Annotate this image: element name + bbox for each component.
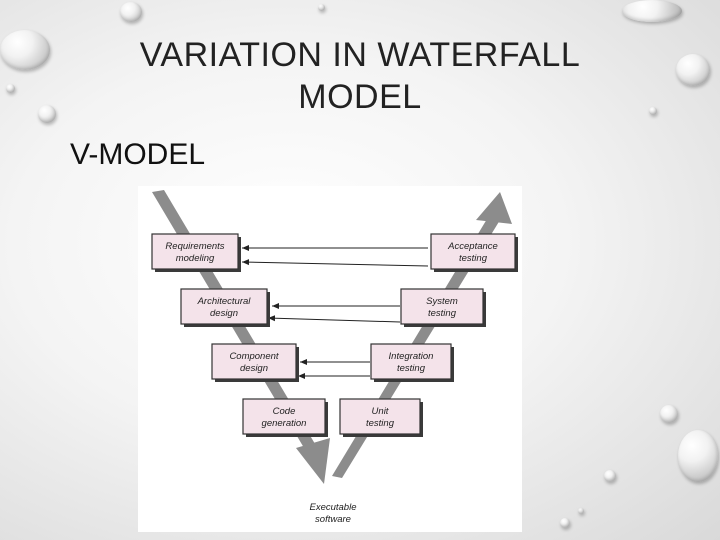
box-label: testing [428,308,457,319]
box-label: design [210,308,238,319]
box-system-testing: System testing [400,288,486,327]
box-label: Integration [389,351,434,362]
slide-title: VARIATION IN WATERFALL MODEL [0,34,720,118]
water-drop-decoration [560,518,570,528]
box-label: modeling [176,253,215,264]
box-label: design [240,363,268,374]
box-label: Unit [372,406,389,417]
box-unit-testing: Unit testing [339,398,423,437]
water-drop-decoration [604,470,616,482]
arrow-diag-2 [267,315,401,323]
box-label: testing [397,363,426,374]
executable-software-label: Executable [309,502,356,513]
box-component-design: Component design [211,343,299,382]
water-drop-decoration [38,105,56,123]
executable-software-label: software [315,514,351,525]
arrow-diag-1 [241,259,429,267]
box-integration-testing: Integration testing [370,343,454,382]
v-model-svg: Requirements modeling Architectural desi… [151,190,518,525]
v-up-arrowhead [476,192,512,224]
box-label: Architectural [197,296,252,307]
box-acceptance-testing: Acceptance testing [430,233,518,272]
water-drop-decoration [120,2,142,22]
water-drop-decoration [678,430,718,482]
box-label: Code [273,406,296,417]
water-drop-decoration [622,0,682,22]
box-label: System [426,296,458,307]
water-drop-decoration [578,508,584,514]
box-code-generation: Code generation [242,398,328,437]
water-drop-decoration [6,84,15,93]
slide-subtitle: V-MODEL [70,138,206,171]
water-drop-decoration [0,30,50,70]
water-drop-decoration [676,54,710,86]
v-down-arrowhead [296,438,330,484]
box-requirements-modeling: Requirements modeling [151,233,241,272]
box-label: Requirements [165,241,224,252]
box-label: Acceptance [447,241,498,252]
box-label: generation [262,418,307,429]
slide-title-line2: MODEL [298,78,422,116]
box-label: testing [366,418,395,429]
slide-title-line1: VARIATION IN WATERFALL [139,36,581,74]
box-architectural-design: Architectural design [180,288,270,327]
water-drop-decoration [318,4,325,11]
water-drop-decoration [660,405,678,423]
box-label: testing [459,253,488,264]
water-drop-decoration [649,107,657,115]
box-label: Component [229,351,278,362]
v-model-diagram: Requirements modeling Architectural desi… [138,186,522,532]
